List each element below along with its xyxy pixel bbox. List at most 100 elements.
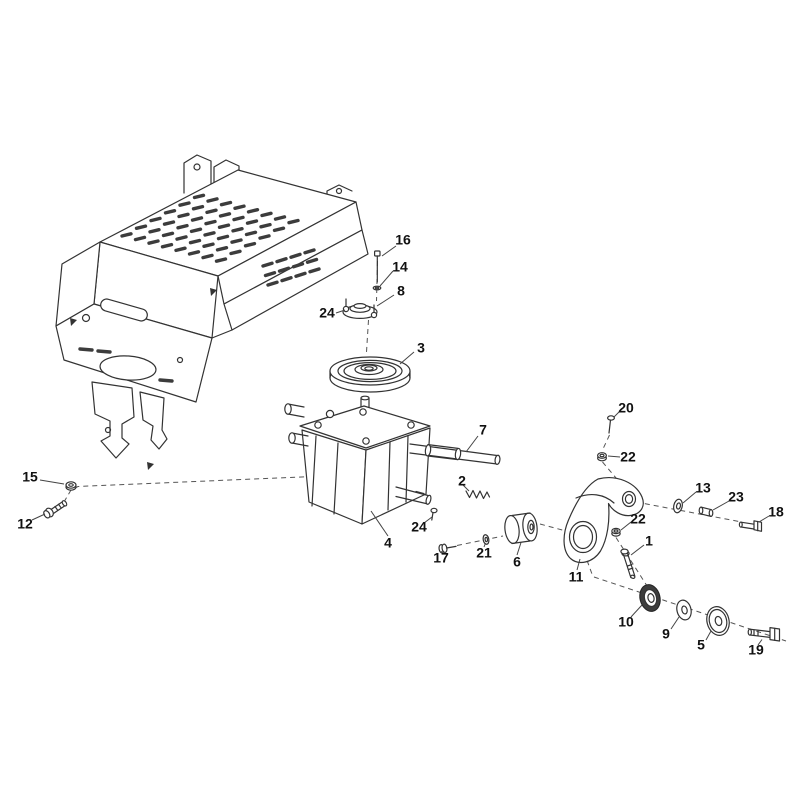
callout-leader-3	[399, 351, 415, 365]
axle-shaft-end	[494, 454, 501, 465]
perforation-slot	[162, 220, 176, 226]
bolt-thread	[54, 505, 59, 511]
washer-hole	[68, 483, 74, 487]
gearbox-assembly	[284, 395, 501, 525]
floor-slot	[78, 347, 94, 352]
callout-leader-2	[462, 484, 470, 492]
callout-leader-24a	[335, 309, 346, 314]
perforation-slot	[231, 226, 244, 233]
perforation-slot	[303, 248, 316, 255]
perforation-slot	[229, 249, 242, 256]
plate-bolt	[314, 421, 322, 429]
callout-4: 4	[384, 535, 392, 551]
callout-14: 14	[392, 259, 408, 275]
washer	[482, 534, 490, 545]
bolt-thread	[627, 567, 634, 571]
pulley-bottom-edge	[511, 540, 531, 545]
callout-leader-9	[670, 616, 680, 630]
spacer-body	[700, 506, 712, 511]
nut-upper	[596, 452, 607, 459]
bearing-bore	[647, 593, 655, 603]
bolt-1	[620, 548, 636, 579]
washer	[676, 599, 692, 621]
bolt-tip	[738, 521, 743, 528]
callout-leader-4	[370, 510, 389, 537]
perforation-slot	[201, 253, 214, 260]
spacer-end	[698, 506, 704, 515]
perforation-slot	[202, 242, 215, 249]
callout-leader-8	[376, 294, 395, 307]
perforation-slot	[294, 271, 307, 278]
perforation-slot	[189, 227, 203, 234]
panel-hole	[81, 313, 91, 323]
perforation-slots	[120, 193, 321, 287]
washer-hole	[681, 605, 688, 615]
callout-6: 6	[513, 554, 521, 570]
perforation-slot	[174, 246, 187, 253]
washer-5	[706, 606, 730, 636]
callout-leader-19	[757, 639, 763, 646]
pulley-groove	[337, 359, 403, 383]
floor-hole	[99, 355, 157, 381]
section-arrow	[70, 318, 77, 326]
floor-hole-small	[176, 356, 184, 364]
bearing-inner-ring	[643, 588, 658, 608]
perforation-slot	[291, 262, 305, 269]
callout-leader-17	[440, 550, 443, 553]
perforation-slot	[163, 208, 177, 215]
idler-arm-11	[563, 477, 644, 564]
callout-13: 13	[695, 480, 711, 496]
bolt-shank	[50, 501, 64, 511]
front-shaft	[395, 495, 429, 505]
perforation-slot	[134, 224, 148, 231]
nut-hole	[599, 453, 605, 458]
rail-edge	[211, 329, 233, 339]
centerline	[366, 319, 369, 353]
nut-22a	[596, 452, 607, 462]
bolt-18	[738, 520, 763, 532]
shaft-sleeve-end	[454, 447, 462, 461]
perforation-slot	[243, 241, 257, 248]
perforation-slot	[147, 239, 160, 245]
perforation-slot	[219, 200, 233, 207]
idler-pulley-6	[504, 512, 538, 545]
body-rib	[311, 435, 317, 507]
washer-contour	[708, 608, 728, 634]
shaft-key	[415, 490, 425, 495]
section-arrow	[210, 288, 217, 296]
perforation-slot	[246, 207, 260, 214]
spacer-23	[698, 506, 714, 518]
perforation-slot	[263, 271, 277, 278]
nut-upper	[611, 527, 621, 535]
pulley-groove	[343, 362, 397, 381]
bolt-17	[438, 543, 457, 554]
shaft-sleeve-end	[424, 444, 432, 457]
axle-shaft-7	[409, 443, 498, 457]
chassis-frame	[55, 154, 369, 470]
perforation-slot	[272, 226, 286, 233]
centerline	[63, 475, 325, 503]
arm-hole-small	[624, 494, 634, 505]
perforation-slot	[206, 197, 219, 203]
callout-leader-13	[682, 491, 697, 504]
shaft-sleeve	[427, 455, 459, 461]
bolt-shank	[608, 419, 612, 434]
perforation-slot	[259, 222, 272, 229]
perforation-slot	[148, 227, 161, 234]
perforation-slot	[260, 211, 273, 218]
callout-24b: 24	[411, 519, 427, 535]
callout-18: 18	[768, 504, 784, 520]
washer-15	[65, 481, 77, 491]
callout-leader-10	[630, 604, 643, 618]
perforation-slot	[133, 235, 147, 242]
bolt-tip	[747, 628, 753, 636]
washer-hole	[714, 615, 723, 627]
perforation-slot	[120, 232, 133, 238]
callout-leader-16	[381, 245, 397, 257]
drive-pulley-3	[329, 356, 411, 393]
callout-leader-24b	[423, 516, 433, 524]
bolt-thread	[626, 563, 633, 567]
bolt-shank	[740, 526, 755, 530]
bracket-hole	[335, 187, 343, 195]
